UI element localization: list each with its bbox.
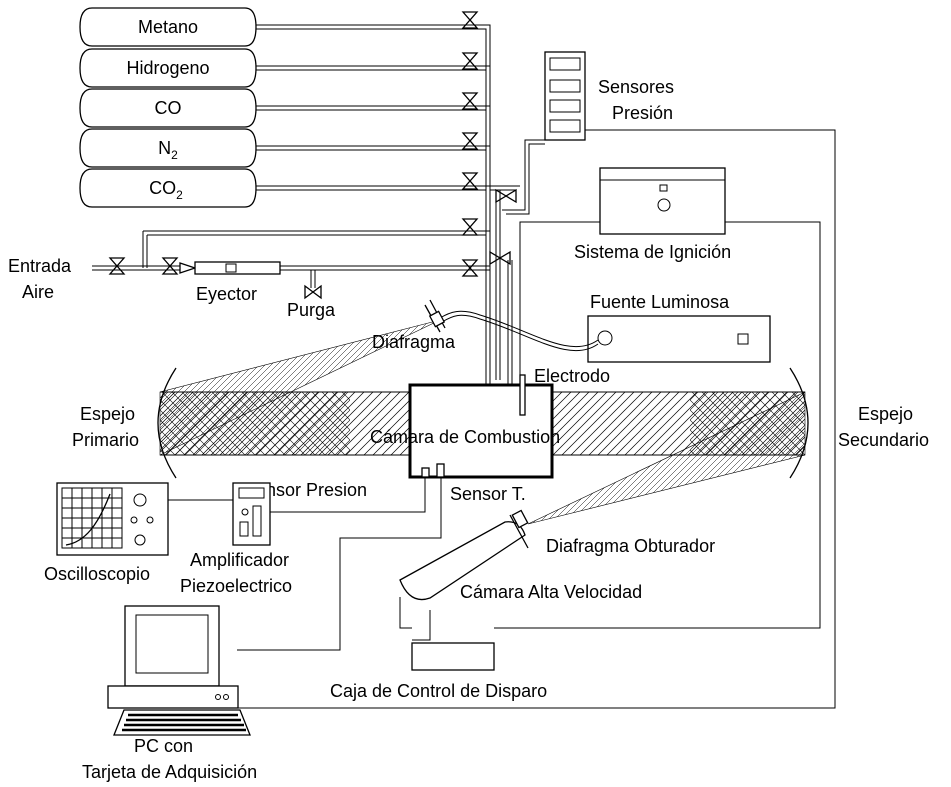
- pc-tarjeta-label: Tarjeta de Adquisición: [82, 762, 257, 782]
- pressure-sensors: Sensores Presión: [544, 51, 674, 141]
- valve-icon: [161, 257, 179, 275]
- amplifier: Amplificador Piezoelectrico: [180, 482, 292, 596]
- signal-wire: [237, 129, 836, 709]
- valve-icon: [108, 257, 126, 275]
- ignition-system: Sistema de Ignición: [574, 167, 731, 262]
- valve-icon: [489, 250, 511, 266]
- oscilloscope: Oscilloscopio: [44, 482, 169, 584]
- gas-cylinders: Metano Hidrogeno CO N2 CO2: [79, 7, 257, 208]
- wires: [168, 477, 442, 651]
- high-speed-camera: Diafragma Obturador Cámara Alta Velocida…: [399, 509, 715, 602]
- sensores-label: Sensores: [598, 77, 674, 97]
- valve-icon: [461, 52, 479, 70]
- caja-label: Caja de Control de Disparo: [330, 681, 547, 701]
- fiber-cable: [439, 310, 599, 348]
- purga-label: Purga: [287, 300, 336, 320]
- valve-icon: [461, 132, 479, 150]
- gas-label-hidrogeno: Hidrogeno: [126, 58, 209, 78]
- diafragma-obturador-label: Diafragma Obturador: [546, 536, 715, 556]
- valve-icon: [461, 92, 479, 110]
- camara-alta-label: Cámara Alta Velocidad: [460, 582, 642, 602]
- espejo-primario-label-1: Espejo: [80, 404, 135, 424]
- combustion-chamber: Electrodo: [408, 366, 610, 479]
- oscilloscopio-label: Oscilloscopio: [44, 564, 150, 584]
- ignition-label: Sistema de Ignición: [574, 242, 731, 262]
- gas-cylinder-metano: Metano: [79, 7, 257, 47]
- fuente-label: Fuente Luminosa: [590, 292, 730, 312]
- camara-label: Cámara de Combustion: [370, 427, 560, 447]
- sensor-t-label: Sensor T.: [450, 484, 526, 504]
- valve-icon: [461, 172, 479, 190]
- presion-label: Presión: [612, 103, 673, 123]
- valve-icon: [461, 11, 479, 29]
- valve-icon: [461, 259, 479, 277]
- gas-cylinder-co: CO: [79, 88, 257, 128]
- valve-icon: [461, 218, 479, 236]
- gas-label-co2: CO2: [149, 178, 183, 202]
- espejo-secundario-label-2: Secundario: [838, 430, 929, 450]
- light-source: Fuente Luminosa: [587, 292, 771, 363]
- diaphragm: Diafragma: [372, 299, 456, 352]
- aire-label: Aire: [22, 282, 54, 302]
- gas-cylinder-co2: CO2: [79, 168, 257, 208]
- gas-cylinder-n2: N2: [79, 128, 257, 168]
- valve-icon: [495, 188, 517, 204]
- ejector: Eyector: [179, 261, 281, 304]
- trigger-control-box: Caja de Control de Disparo: [330, 642, 547, 701]
- gas-lines: [92, 24, 821, 629]
- eyector-label: Eyector: [196, 284, 257, 304]
- espejo-primario-label-2: Primario: [72, 430, 139, 450]
- espejo-secundario-label-1: Espejo: [858, 404, 913, 424]
- valve-icon: [304, 284, 322, 300]
- gas-cylinder-hidrogeno: Hidrogeno: [79, 48, 257, 88]
- optical-path: [159, 319, 806, 525]
- pc-computer: PC con Tarjeta de Adquisición: [82, 605, 257, 782]
- primary-mirror: [157, 367, 177, 479]
- entrada-label: Entrada: [8, 256, 72, 276]
- electrodo-label: Electrodo: [534, 366, 610, 386]
- pc-label: PC con: [134, 736, 193, 756]
- valves: [108, 11, 517, 300]
- piezoelectrico-label: Piezoelectrico: [180, 576, 292, 596]
- gas-label-co: CO: [155, 98, 182, 118]
- amplificador-label: Amplificador: [190, 550, 289, 570]
- secondary-mirror: [789, 367, 809, 479]
- sensor-presion-label: Sensor Presion: [244, 480, 367, 500]
- diafragma-label: Diafragma: [372, 332, 456, 352]
- gas-label-n2: N2: [158, 138, 178, 162]
- gas-label-metano: Metano: [138, 17, 198, 37]
